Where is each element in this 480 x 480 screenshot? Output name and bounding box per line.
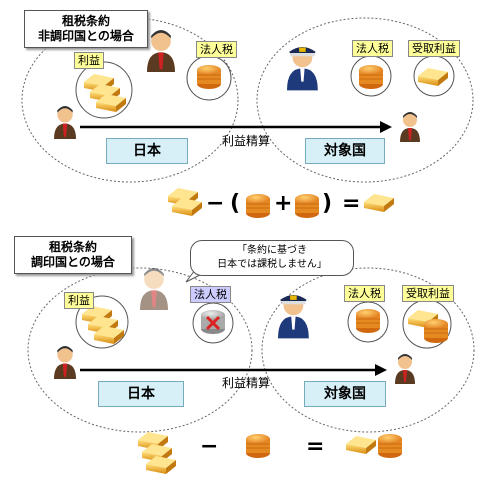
businessman-icon: [395, 354, 415, 384]
top-target-tax-label: 法人税: [352, 40, 393, 57]
bottom-speech-line2: 日本では課税しません」: [217, 259, 327, 270]
top-title-line1: 租税条約: [61, 14, 110, 28]
top-title-line2: 非調印国との場合: [38, 29, 134, 43]
bottom-speech-line1: 「条約に基づき: [237, 245, 307, 256]
coin-stack-icon: [377, 433, 403, 459]
bottom-received-label: 受取利益: [402, 285, 454, 302]
top-eq-plus: +: [274, 191, 293, 216]
gold-bar-icon: [364, 194, 394, 212]
coin-stack-icon: [294, 193, 320, 219]
bottom-title-box: 租税条約 調印国との場合: [14, 236, 132, 274]
businessman-icon: [400, 112, 420, 142]
bottom-title-line1: 租税条約: [48, 240, 97, 254]
top-jp-tax-label: 法人税: [196, 41, 237, 58]
bottom-profit-label: 利益: [64, 292, 94, 309]
bottom-eq-equals: =: [306, 434, 325, 459]
businessman-icon: [140, 268, 168, 310]
coin-stack-icon: [245, 193, 271, 219]
top-arrow-label: 利益精算: [222, 134, 271, 148]
top-profit-label: 利益: [74, 52, 104, 69]
top-profit-arrow: [80, 121, 392, 133]
top-eq-open: (: [230, 191, 241, 216]
officer-icon: [287, 46, 318, 91]
businessman-icon: [54, 346, 76, 379]
top-right-ellipse: [256, 17, 474, 183]
businessman-icon: [147, 30, 175, 72]
officer-icon: [278, 294, 309, 339]
top-received-label: 受取利益: [408, 40, 460, 57]
top-eq-equals: =: [342, 191, 361, 216]
coin-stack-icon: [358, 64, 384, 90]
gold-bar-icon: [346, 436, 376, 454]
coin-stack-icon: [245, 433, 271, 459]
bottom-jp-tax-label: 法人税: [190, 286, 231, 303]
top-country-target: 対象国: [305, 138, 385, 164]
bottom-country-target: 対象国: [304, 381, 386, 407]
bottom-target-tax-label: 法人税: [344, 285, 385, 302]
bottom-title-line2: 調印国との場合: [31, 255, 115, 269]
top-eq-close: ): [322, 191, 333, 216]
coin-stack-icon: [423, 318, 449, 344]
bottom-country-japan: 日本: [98, 381, 184, 407]
bottom-arrow-label: 利益精算: [222, 376, 271, 390]
bottom-profit-arrow: [80, 364, 387, 376]
bottom-eq-minus: −: [200, 434, 219, 459]
top-eq-minus: −: [206, 191, 225, 216]
coin-stack-icon: [196, 64, 222, 90]
bottom-right-ellipse: [261, 267, 475, 433]
coin-stack-icon: [355, 308, 381, 334]
businessman-icon: [54, 106, 76, 139]
top-country-japan: 日本: [106, 138, 188, 164]
top-title-box: 租税条約 非調印国との場合: [24, 10, 148, 48]
bottom-speech-bubble: 「条約に基づき 日本では課税しません」: [190, 240, 354, 276]
no-tax-icon: [201, 310, 225, 334]
bottom-left-ellipse: [27, 267, 253, 433]
